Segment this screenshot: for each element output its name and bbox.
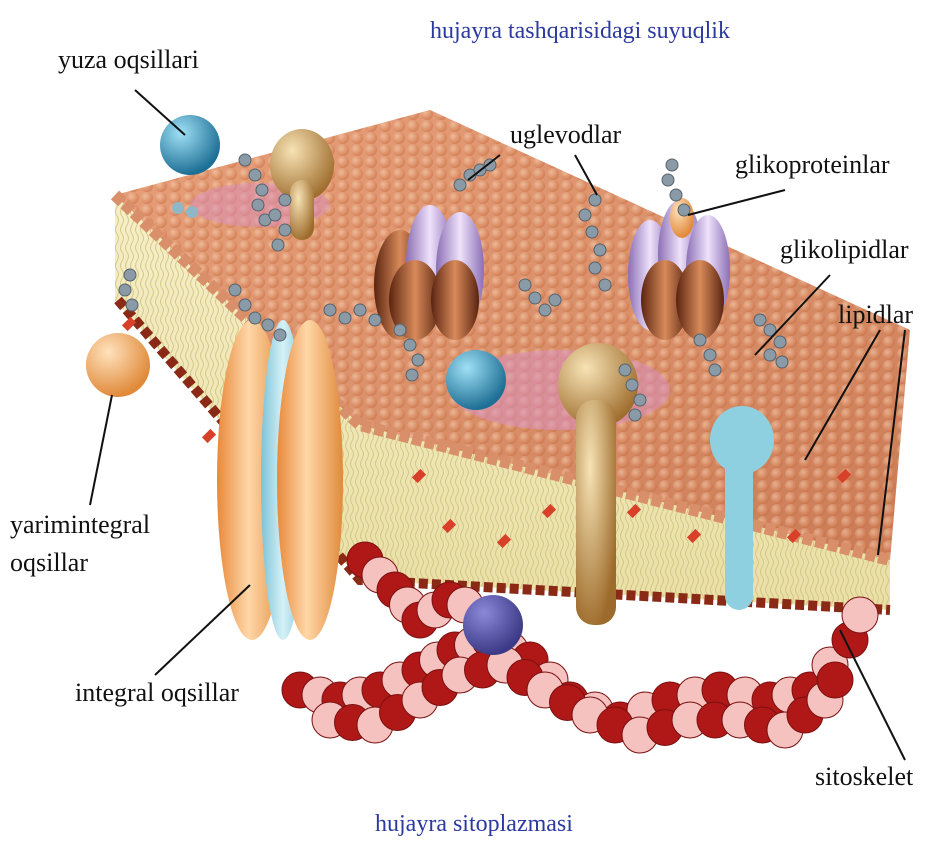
semi-integral-label-line2: oqsillar [10, 548, 88, 578]
extracellular-fluid-label: hujayra tashqarisidagi suyuqlik [430, 17, 730, 45]
glycoproteins-label: glikoproteinlar [735, 150, 890, 180]
cytoskeleton-linker-protein [463, 595, 523, 655]
carbohydrates-label: uglevodlar [510, 120, 621, 150]
semi-integral-label-line1: yarimintegral [10, 510, 150, 540]
peripheral-protein-blue [446, 350, 506, 410]
cytoplasm-label: hujayra sitoplazmasi [375, 810, 573, 838]
cytoskeleton-label: sitoskelet [815, 762, 913, 792]
lipids-label: lipidlar [838, 300, 913, 330]
integral-proteins-label: integral oqsillar [75, 678, 239, 708]
glycolipids-label: glikolipidlar [780, 235, 909, 265]
semi-integral-protein [86, 333, 150, 397]
surface-protein-blue [160, 115, 220, 175]
integral-protein-channel [217, 320, 343, 640]
surface-proteins-label: yuza oqsillari [58, 45, 199, 75]
